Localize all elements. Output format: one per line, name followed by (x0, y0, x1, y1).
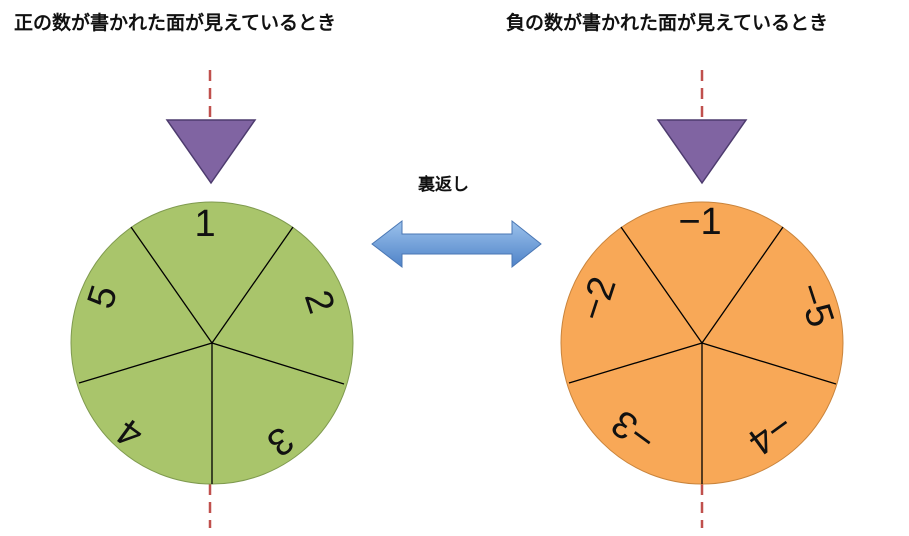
negative-face-heading: 負の数が書かれた面が見えているとき (506, 12, 829, 34)
positive-face-heading: 正の数が書かれた面が見えているとき (14, 12, 337, 34)
positive-segment-label-1: 1 (194, 203, 215, 245)
left-pointer-icon (165, 119, 257, 185)
flip-double-arrow-icon (371, 219, 542, 269)
flip-label: 裏返し (418, 175, 469, 195)
negative-dividers (568, 226, 837, 484)
positive-wheel: 1 2 3 4 5 (70, 70, 354, 528)
negative-segment-label-1: −1 (678, 201, 721, 243)
negative-wheel: −1 −5 −4 −3 −2 (560, 70, 844, 528)
positive-dividers (78, 226, 345, 484)
right-pointer-icon (656, 119, 748, 185)
